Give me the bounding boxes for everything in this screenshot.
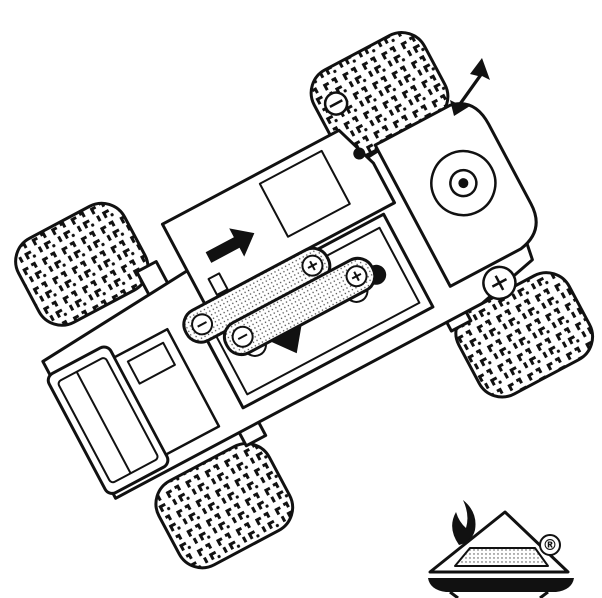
slide-arrow — [205, 228, 255, 263]
lid-screw — [323, 91, 366, 160]
battery-cell-2 — [222, 256, 377, 357]
screw-arrow — [450, 58, 490, 116]
flame-icon — [452, 500, 476, 545]
brand-logo — [428, 500, 574, 598]
battery-cover-lid — [160, 128, 397, 306]
truck-chassis — [14, 31, 595, 570]
chassis-body — [41, 102, 538, 500]
registered-mark: ® — [543, 536, 558, 554]
wheel-rear-left — [14, 201, 150, 327]
wheel-rear-right — [154, 442, 295, 570]
